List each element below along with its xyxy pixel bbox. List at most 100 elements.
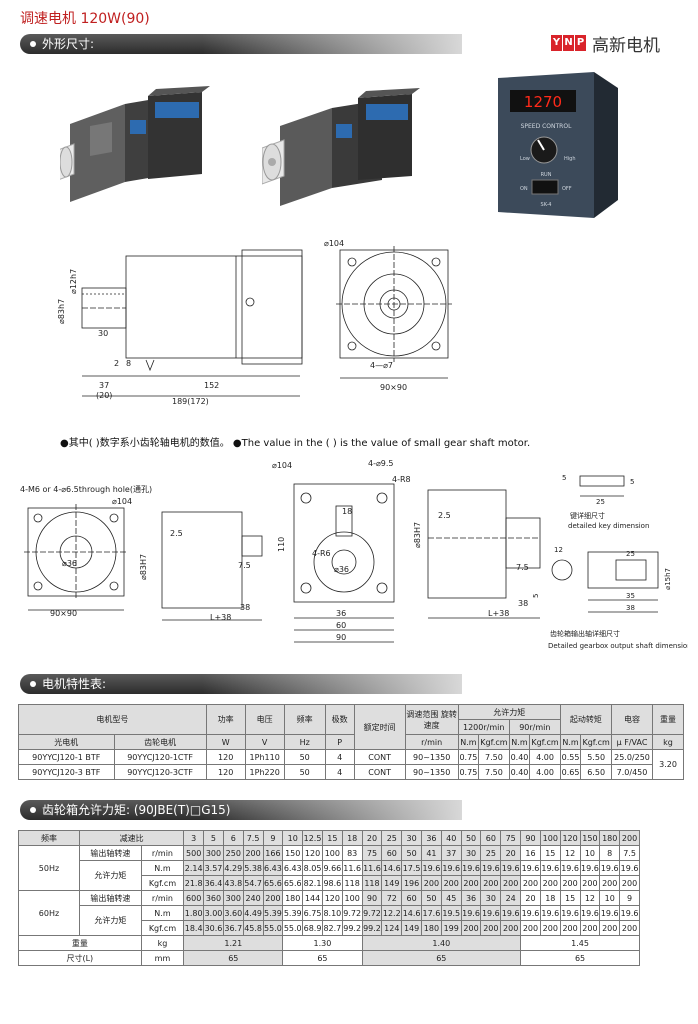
table-cell: 75 xyxy=(500,830,522,846)
svg-text:⌀12h7: ⌀12h7 xyxy=(69,269,78,294)
table-cell: 1.80 xyxy=(183,905,205,921)
svg-text:38: 38 xyxy=(240,603,250,612)
svg-text:5: 5 xyxy=(630,478,634,486)
table-cell: 20 xyxy=(361,830,383,846)
controller-label: SPEED CONTROL xyxy=(521,123,572,130)
table-cell: 8 xyxy=(599,845,621,861)
note-text: ●其中( )数字系小齿轮轴电机的数值。 ●The value in the ( … xyxy=(60,434,530,449)
table-cell: 4.29 xyxy=(222,860,244,876)
table-cell: 99.2 xyxy=(341,920,363,936)
table-cell: 19.6 xyxy=(599,860,621,876)
table-cell: 19.6 xyxy=(520,905,541,921)
svg-text:38: 38 xyxy=(626,604,635,612)
table-cell: 19.6 xyxy=(421,860,442,876)
svg-text:2.5: 2.5 xyxy=(438,511,451,520)
table-cell: 6.75 xyxy=(302,905,323,921)
svg-text:37: 37 xyxy=(99,381,109,390)
table-cell: 5.39 xyxy=(282,905,304,921)
motor-photo-2 xyxy=(262,88,420,206)
table-cell: 45 xyxy=(440,890,462,906)
bullet-icon xyxy=(30,41,36,47)
table-cell: 200 xyxy=(579,920,601,936)
table-cell: 18 xyxy=(539,890,561,906)
table-cell: 12 xyxy=(559,845,581,861)
table-cell: 14.6 xyxy=(381,860,403,876)
table-cell: 19.6 xyxy=(539,860,561,876)
table-cell: 19.6 xyxy=(579,860,601,876)
table-cell: 43.8 xyxy=(222,875,244,891)
svg-text:7.5: 7.5 xyxy=(516,563,529,572)
svg-text:4-⌀9.5: 4-⌀9.5 xyxy=(368,459,394,468)
table-cell: 200 xyxy=(440,875,462,891)
svg-text:5: 5 xyxy=(562,474,566,482)
table-cell: 60 xyxy=(381,845,403,861)
table-cell: 21.8 xyxy=(183,875,205,891)
svg-text:4-R8: 4-R8 xyxy=(392,475,411,484)
table-cell: 8.10 xyxy=(321,905,343,921)
svg-text:90×90: 90×90 xyxy=(50,609,77,618)
note-en: ●The value in the ( ) is the value of sm… xyxy=(232,438,531,449)
table-cell: 5.38 xyxy=(242,860,264,876)
table-cell: 19.6 xyxy=(599,905,621,921)
table-cell: 82.7 xyxy=(321,920,343,936)
table-cell: 9.72 xyxy=(341,905,363,921)
table-cell: 20 xyxy=(520,890,541,906)
svg-text:SK-4: SK-4 xyxy=(541,202,552,208)
table-cell: 240 xyxy=(242,890,264,906)
table-cell: 10 xyxy=(579,845,601,861)
table-cell: 50 xyxy=(401,845,422,861)
table-cell: 11.6 xyxy=(361,860,383,876)
table-cell: 90 xyxy=(361,890,383,906)
power-switch[interactable] xyxy=(531,179,559,195)
table-cell: 118 xyxy=(341,875,363,891)
table-cell: 10 xyxy=(599,890,621,906)
table-cell: 200 xyxy=(539,875,561,891)
table-cell: 20 xyxy=(500,845,522,861)
speed-display xyxy=(510,90,576,112)
table-cell: 100 xyxy=(341,890,363,906)
table-cell: 4.49 xyxy=(242,905,264,921)
table-cell: 72 xyxy=(381,890,403,906)
motor-spec-table: 电机型号 功率 电压 频率 极数 额定时间 调速范围 旋转速度 允许力矩 起动转… xyxy=(18,704,684,780)
svg-text:25: 25 xyxy=(596,498,605,506)
svg-text:90×90: 90×90 xyxy=(380,383,407,392)
table-cell: 60 xyxy=(401,890,422,906)
logo-letter: Y xyxy=(551,35,562,51)
svg-text:⌀104: ⌀104 xyxy=(272,461,292,470)
svg-text:⌀83h7: ⌀83h7 xyxy=(57,299,66,324)
svg-text:detailed key dimension: detailed key dimension xyxy=(568,522,649,530)
svg-text:⌀36: ⌀36 xyxy=(334,565,349,574)
table-cell: 149 xyxy=(401,920,422,936)
svg-text:4-R6: 4-R6 xyxy=(312,549,331,558)
table-cell: 50 xyxy=(460,830,482,846)
table-row: 90YYCJ120-3 BTF 90YYCJ120-3CTF 120 1Ph22… xyxy=(18,764,684,780)
table-cell: 200 xyxy=(460,875,482,891)
table-cell: 150 xyxy=(579,830,601,846)
speed-readout: 1270 xyxy=(524,93,562,111)
svg-text:90: 90 xyxy=(336,633,346,642)
motor-photo-1 xyxy=(60,86,210,202)
table-cell: 149 xyxy=(381,875,403,891)
shaft-detail-drawing: 12 5 25 ⌀15h7 35 38 齿轮箱输出轴详细尺寸 Detailed … xyxy=(532,546,688,650)
table-cell: 200 xyxy=(579,875,601,891)
table-cell: 144 xyxy=(302,890,323,906)
table-cell: 6.43 xyxy=(262,860,284,876)
table-cell: 200 xyxy=(559,875,581,891)
brand-logo: Y N P 高新电机 xyxy=(551,32,660,56)
gear-side-drawing: 2.5 ⌀83H7 7.5 38 L+38 xyxy=(413,489,541,619)
section-title: 外形尺寸: xyxy=(42,37,95,51)
table-cell: 300 xyxy=(222,890,244,906)
svg-text:7.5: 7.5 xyxy=(238,561,251,570)
brand-name: 高新电机 xyxy=(592,35,660,56)
svg-text:36: 36 xyxy=(336,609,346,618)
svg-text:(20): (20) xyxy=(96,391,112,400)
table-cell: 50 xyxy=(421,890,442,906)
table-cell: 45.8 xyxy=(242,920,264,936)
table-cell: 100 xyxy=(321,845,343,861)
table-cell: 12.5 xyxy=(302,830,323,846)
table-cell: 75 xyxy=(361,845,383,861)
table-cell: 18 xyxy=(341,830,363,846)
svg-text:2: 2 xyxy=(114,359,119,368)
